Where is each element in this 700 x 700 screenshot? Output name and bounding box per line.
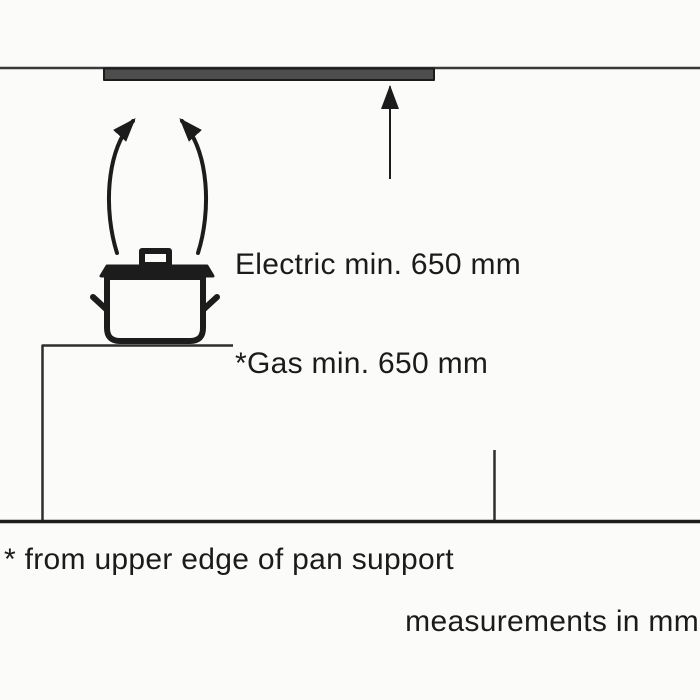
clearance-gas-text: *Gas min. 650 mm: [235, 347, 489, 380]
clearance-label: Electric min. 650 mm *Gas min. 650 mm: [233, 179, 528, 450]
footnote-text: * from upper edge of pan support: [4, 543, 454, 576]
steam-arrow-left-icon: [106, 118, 136, 255]
pot-lid-knob: [139, 248, 172, 268]
pot-body: [104, 274, 206, 344]
clearance-electric-text: Electric min. 650 mm: [235, 248, 522, 281]
steam-arrow-right-icon: [179, 118, 209, 255]
cooker-hood-bar: [103, 67, 435, 81]
pot-handle-left: [90, 294, 109, 312]
units-note-text: measurements in mm: [405, 605, 699, 638]
pot-handle-right: [201, 294, 220, 312]
cooking-pot-icon: [90, 248, 220, 344]
